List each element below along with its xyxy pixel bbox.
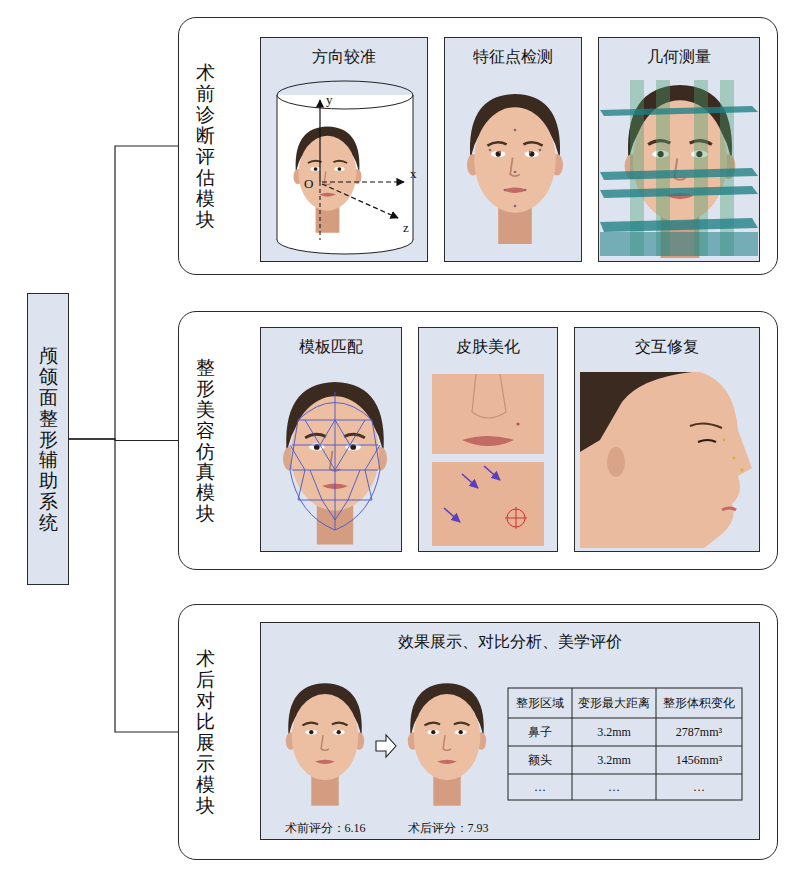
axis-label: z: [403, 220, 409, 236]
score-note: 术前评分：6.16: [285, 821, 366, 835]
box-title: 特征点检测: [445, 46, 581, 68]
measurement-figure: [600, 80, 758, 258]
tree-connector: [69, 439, 178, 732]
function-box: 交互修复: [574, 327, 760, 552]
table-cell: 3.2mm: [597, 753, 631, 767]
axis-label: O: [304, 176, 313, 192]
table-cell: …: [534, 780, 546, 794]
table-cell: 变形最大距离: [578, 696, 650, 710]
vertical-label: 术前诊断评估模块: [196, 63, 215, 230]
box-title: 几何测量: [599, 46, 759, 68]
table-cell: 3.2mm: [597, 725, 631, 739]
skin-figure: [432, 374, 544, 546]
box-title: 皮肤美化: [419, 336, 557, 358]
score-note: 术后评分：7.93: [408, 821, 489, 835]
vertical-label: 术后对比展示模块: [196, 649, 215, 816]
axis-label: y: [326, 92, 333, 108]
table-cell: 整形区域: [516, 696, 564, 710]
function-box: 模板匹配: [260, 327, 402, 552]
profile-figure: [580, 372, 752, 548]
table-cell: 整形体积变化: [663, 696, 735, 710]
function-box: 皮肤美化: [418, 327, 558, 552]
table-cell: 1456mm³: [676, 753, 722, 767]
table-cell: …: [608, 780, 620, 794]
module-panel: 术前诊断评估模块 方向较准特征点检测几何测量: [178, 17, 778, 275]
system-box: 颅颌面整形辅助系统: [27, 293, 69, 585]
table-cell: 额头: [528, 753, 552, 767]
table-cell: 鼻子: [528, 725, 552, 739]
table-cell: …: [693, 780, 705, 794]
module-panel: 整形美容仿真模块 模板匹配皮肤美化交互修复: [178, 311, 778, 570]
axis-label: x: [410, 166, 417, 182]
box-title: 效果展示、对比分析、美学评价: [261, 631, 759, 653]
comparison-figure: [286, 683, 486, 806]
function-box: 几何测量: [598, 37, 760, 262]
box-title: 方向较准: [261, 46, 427, 68]
vertical-label: 整形美容仿真模块: [196, 358, 215, 525]
function-box: 方向较准: [260, 37, 428, 262]
table-cell: 2787mm³: [676, 725, 722, 739]
box-title: 模板匹配: [261, 336, 401, 358]
template-figure: [283, 382, 387, 545]
landmark-figure: [467, 94, 563, 244]
function-box: 特征点检测: [444, 37, 582, 262]
box-title: 交互修复: [575, 336, 759, 358]
result-table-grid: [508, 688, 742, 800]
orientation-figure: [277, 81, 413, 254]
tree-connector: [69, 146, 178, 439]
vertical-label: 颅颌面整形辅助系统: [39, 346, 58, 534]
